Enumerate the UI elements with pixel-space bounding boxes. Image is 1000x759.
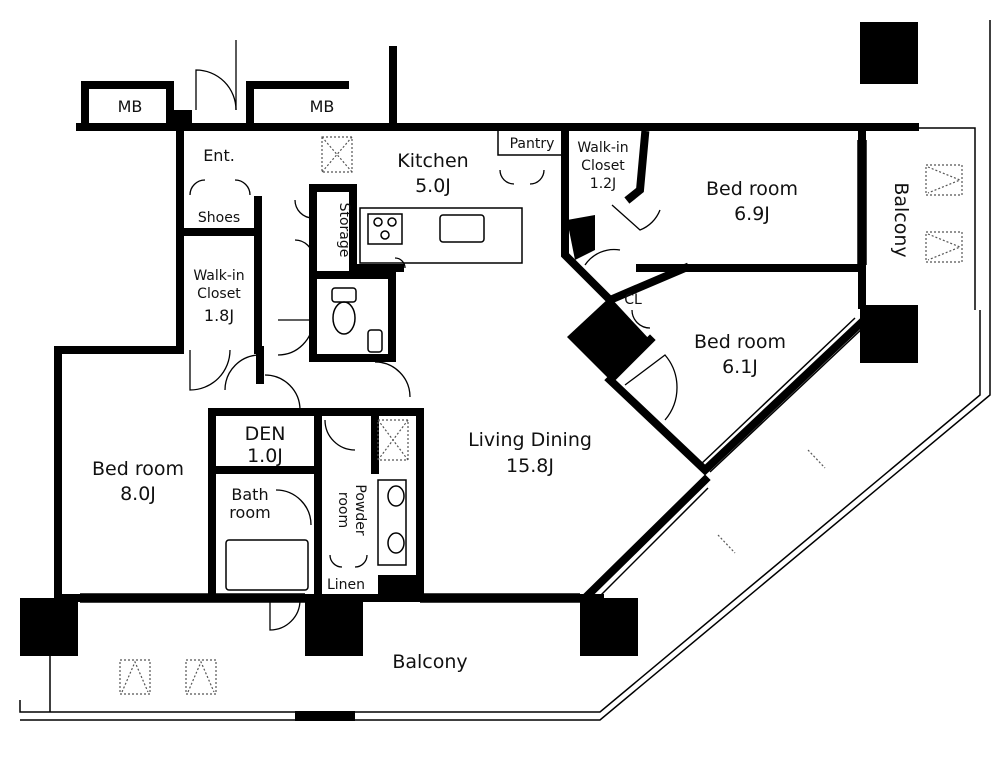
bath-label-2: room: [229, 503, 270, 522]
wic-right-label-2: Closet: [581, 158, 625, 174]
storage-label: Storage: [336, 203, 352, 258]
bath-label-1: Bath: [231, 485, 268, 504]
kitchen-size: 5.0J: [415, 175, 451, 197]
pantry-label: Pantry: [510, 136, 555, 152]
mb-left-label: MB: [118, 97, 143, 116]
bed-w-size: 8.0J: [120, 483, 156, 505]
outdoor-units: [119, 164, 963, 695]
walls: [54, 46, 919, 604]
balcony-south-label: Balcony: [392, 651, 467, 673]
wic-right-label-1: Walk-in: [577, 140, 628, 156]
room-labels: MB MB Ent. Shoes Walk-in Closet 1.8J Kit…: [92, 97, 912, 673]
shoes-label: Shoes: [198, 210, 240, 226]
wic-left-label-2: Closet: [197, 286, 241, 302]
kitchen-label: Kitchen: [397, 150, 468, 172]
powder-label-1: Powder: [352, 484, 368, 535]
bed-e-label: Bed room: [694, 331, 786, 353]
living-size: 15.8J: [506, 455, 554, 477]
bed-ne-size: 6.9J: [734, 203, 770, 225]
bath-fixtures: [225, 287, 407, 591]
balcony-east-label: Balcony: [890, 182, 912, 257]
bed-ne-label: Bed room: [706, 178, 798, 200]
powder-label-2: room: [335, 492, 351, 528]
wic-left-label-1: Walk-in: [193, 268, 244, 284]
mb-right-label: MB: [310, 97, 335, 116]
structural-columns: [20, 22, 918, 656]
kitchen-fixtures: [321, 129, 565, 461]
living-label: Living Dining: [468, 429, 592, 451]
wic-right-label-3: 1.2J: [590, 176, 616, 192]
linen-label: Linen: [327, 577, 365, 593]
den-label: DEN: [245, 423, 286, 445]
bed-w-label: Bed room: [92, 458, 184, 480]
wic-left-label-3: 1.8J: [204, 306, 234, 325]
bed-e-size: 6.1J: [722, 356, 758, 378]
entrance-label: Ent.: [203, 146, 235, 165]
windows: [80, 140, 867, 603]
den-size: 1.0J: [247, 445, 283, 467]
doors: [189, 40, 678, 631]
closet-label: CL: [624, 292, 642, 308]
